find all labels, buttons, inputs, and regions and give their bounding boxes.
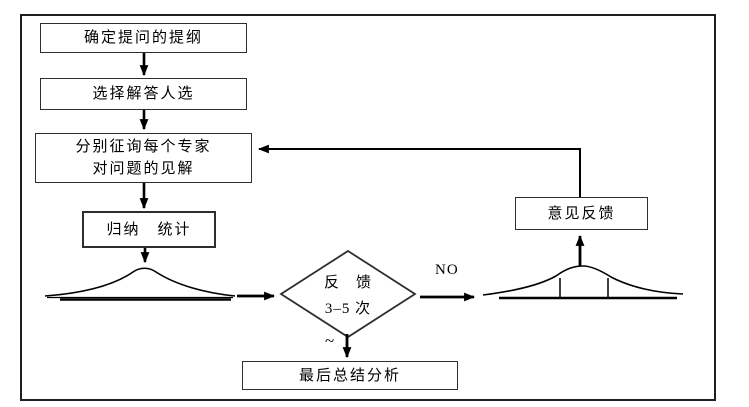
node-summarize-label: 归纳 统计: [106, 221, 192, 238]
no-branch-label: NO: [435, 262, 459, 278]
node-final-label: 最后总结分析: [298, 367, 401, 384]
node-decision-line2: 3–5 次: [324, 300, 372, 317]
right-bell-curve: [482, 265, 684, 296]
node-decision: 反 馈 3–5 次: [281, 253, 415, 335]
node-outline: 确定提问的提纲: [40, 23, 247, 53]
node-final: 最后总结分析: [242, 361, 458, 390]
node-consult: 分别征询每个专家 对问题的见解: [35, 133, 252, 183]
feedback-return-line: [257, 144, 581, 197]
node-feedback-label: 意见反馈: [547, 205, 616, 222]
node-decision-line1: 反 馈: [323, 274, 372, 291]
left-bell-curve: [44, 267, 236, 297]
node-outline-label: 确定提问的提纲: [83, 30, 203, 46]
tilde-label: ~: [325, 331, 335, 350]
node-summarize: 归纳 统计: [82, 211, 216, 248]
node-consult-line1: 分别征询每个专家: [75, 139, 212, 155]
node-feedback: 意见反馈: [515, 197, 648, 230]
node-select: 选择解答人选: [40, 78, 247, 110]
node-select-label: 选择解答人选: [92, 86, 195, 102]
node-consult-line2: 对问题的见解: [92, 161, 195, 177]
